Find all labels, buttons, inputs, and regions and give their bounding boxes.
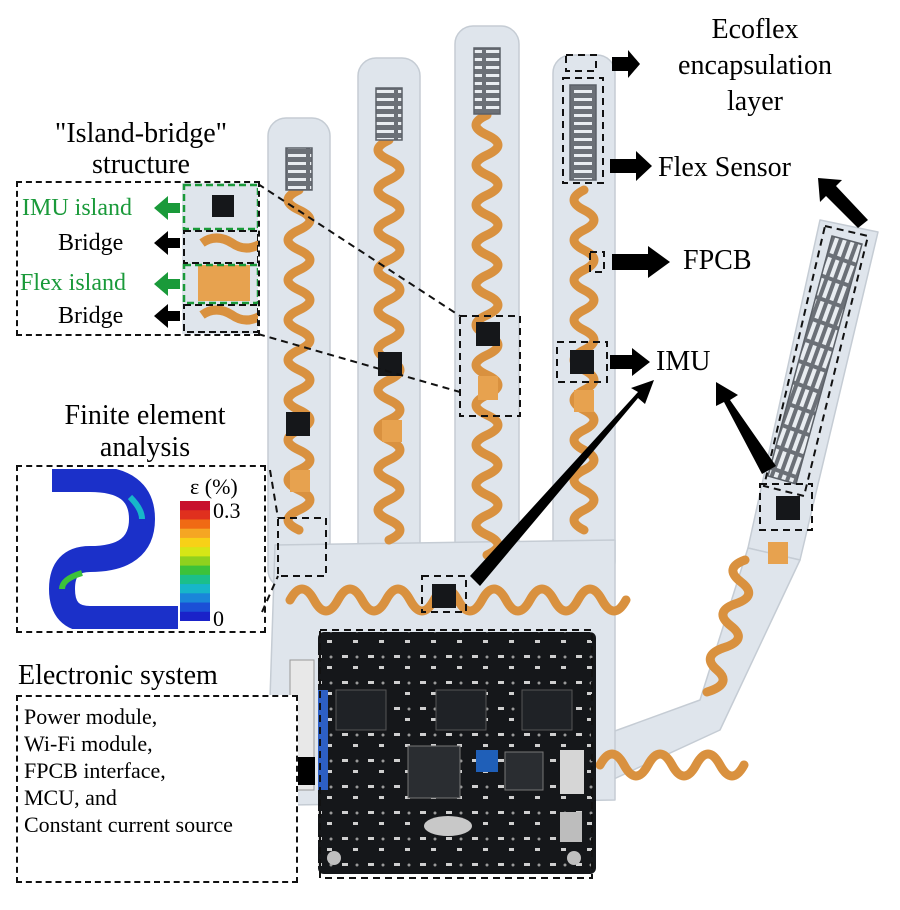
imu-label: IMU — [656, 346, 710, 378]
flex-sensor-label: Flex Sensor — [658, 152, 791, 184]
fea-serpentine — [38, 469, 188, 629]
colorbar-segment — [180, 603, 210, 613]
colorbar-segment — [180, 593, 210, 603]
pcb-board — [290, 632, 596, 874]
legend-max-label: 0.3 — [213, 498, 241, 524]
electronic-system-title: Electronic system — [18, 660, 218, 692]
colorbar-segment — [180, 566, 210, 576]
island-bridge-title-line-2: structure — [26, 149, 256, 180]
electronic-system-box: Power module,Wi-Fi module,FPCB interface… — [16, 695, 298, 883]
colorbar-segment — [180, 501, 210, 511]
colorbar-segment — [180, 519, 210, 529]
electronic-system-item: FPCB interface, — [24, 757, 292, 784]
flex-island-label: Flex island — [20, 270, 126, 297]
colorbar-segment — [180, 547, 210, 557]
fea-title-line-1: Finite element — [30, 400, 260, 432]
ecoflex-line-2: encapsulation — [655, 48, 855, 84]
fea-title-line-2: analysis — [30, 432, 260, 464]
bridge-label-1: Bridge — [58, 230, 123, 257]
fpcb-label: FPCB — [683, 245, 752, 277]
ecoflex-line-1: Ecoflex — [655, 12, 855, 48]
colorbar-segment — [180, 575, 210, 585]
electronic-system-item: Constant current source — [24, 811, 292, 838]
legend-title: ε (%) — [190, 474, 238, 500]
legend-min-label: 0 — [213, 606, 224, 632]
island-bridge-title: "Island-bridge" structure — [26, 118, 256, 180]
colorbar-segment — [180, 584, 210, 594]
colorbar-segment — [180, 612, 210, 621]
electronic-system-item: MCU, and — [24, 784, 292, 811]
ecoflex-label: Ecoflex encapsulation layer — [655, 12, 855, 120]
colorbar-segment — [180, 556, 210, 566]
island-bridge-title-line-1: "Island-bridge" — [26, 118, 256, 149]
ecoflex-line-3: layer — [655, 84, 855, 120]
fea-title: Finite element analysis — [30, 400, 260, 464]
colorbar-segment — [180, 510, 210, 520]
electronic-system-item: Power module, — [24, 703, 292, 730]
electronic-system-item: Wi-Fi module, — [24, 730, 292, 757]
colorbar-segment — [180, 529, 210, 539]
bridge-label-2: Bridge — [58, 303, 123, 330]
fea-colorbar — [180, 501, 210, 621]
imu-island-label: IMU island — [22, 195, 132, 222]
electronic-system-list: Power module,Wi-Fi module,FPCB interface… — [24, 703, 292, 838]
colorbar-segment — [180, 538, 210, 548]
